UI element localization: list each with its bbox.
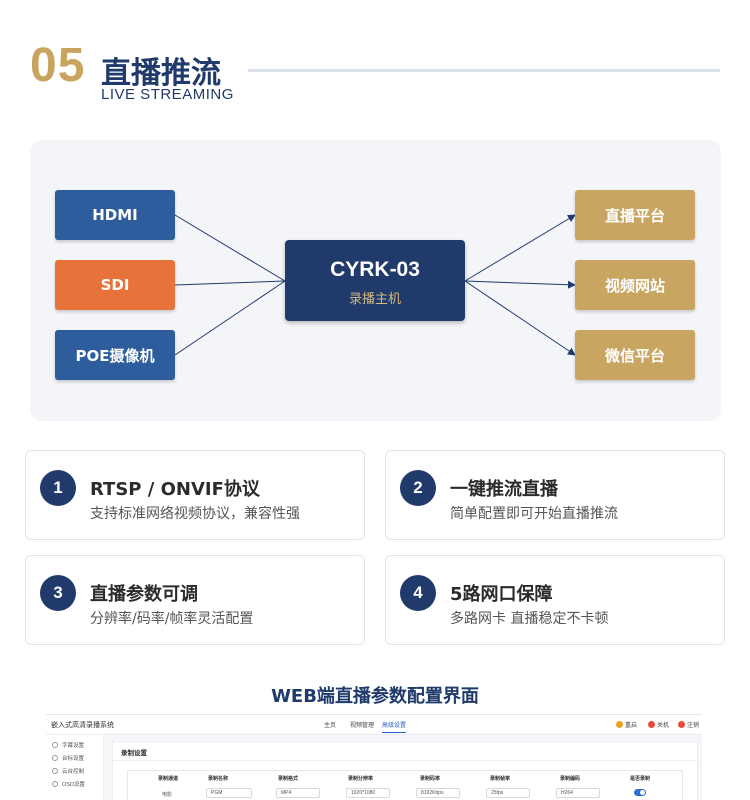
feature-description: 简单配置即可开始直播推流 xyxy=(450,506,618,522)
feature-number-badge: 2 xyxy=(400,470,436,506)
record-codec-select[interactable]: H264 xyxy=(556,788,600,798)
record-bitrate-select[interactable]: 8192Kbps xyxy=(416,788,460,798)
feature-title: RTSP / ONVIF协议 xyxy=(90,479,260,500)
web-ui-sidebar-item-ptz[interactable]: 云台控制 xyxy=(52,767,84,775)
output-video-site: 视频网站 xyxy=(575,260,695,310)
web-ui-sidebar-item-osd[interactable]: OSD设置 xyxy=(52,780,85,788)
table-header: 录制码率 xyxy=(420,776,441,782)
core-device: CYRK-03 录播主机 xyxy=(285,240,465,321)
feature-number-badge: 1 xyxy=(40,470,76,506)
feature-title: 一键推流直播 xyxy=(450,479,558,500)
link-hdmi xyxy=(174,214,286,282)
header-divider xyxy=(248,69,720,72)
core-device-type: 录播主机 xyxy=(348,292,401,307)
web-ui-sidebar: 字幕设置 台标设置 云台控制 OSD设置 xyxy=(46,735,104,800)
record-name-input[interactable]: PGM xyxy=(206,788,252,798)
link-live-platform xyxy=(464,214,576,282)
feature-description: 分辨率/码率/帧率灵活配置 xyxy=(90,611,254,627)
web-ui-caption: WEB端直播参数配置界面 xyxy=(271,686,479,707)
feature-number-badge: 4 xyxy=(400,575,436,611)
feature-card-network: 4 5路网口保障 多路网卡 直播稳定不卡顿 xyxy=(385,555,725,645)
feature-title: 直播参数可调 xyxy=(90,584,198,605)
input-hdmi: HDMI xyxy=(55,190,175,240)
feature-card-params: 3 直播参数可调 分辨率/码率/帧率灵活配置 xyxy=(25,555,365,645)
table-header: 是否录制 xyxy=(630,776,651,782)
record-resolution-select[interactable]: 1920*1080 xyxy=(346,788,390,798)
input-poe-camera: POE摄像机 xyxy=(55,330,175,380)
web-ui-nav-video[interactable]: 视频管理 xyxy=(350,723,375,729)
section-number: 05 xyxy=(30,39,86,92)
record-channel-value: 电影 xyxy=(162,792,173,798)
section-subtitle: LIVE STREAMING xyxy=(101,86,234,103)
feature-title: 5路网口保障 xyxy=(450,584,553,605)
web-ui-nav-advanced[interactable]: 高级设置 xyxy=(382,720,407,733)
record-settings-table: 录制通道 录制名称 录制格式 录制分辨率 录制码率 录制帧率 录制编码 是否录制… xyxy=(127,770,683,800)
web-ui-main-panel: 录制设置 录制通道 录制名称 录制格式 录制分辨率 录制码率 录制帧率 录制编码… xyxy=(112,741,699,800)
section-title: 直播推流 xyxy=(101,56,221,91)
output-live-platform: 直播平台 xyxy=(575,190,695,240)
feature-card-one-click: 2 一键推流直播 简单配置即可开始直播推流 xyxy=(385,450,725,540)
restart-icon xyxy=(616,721,623,728)
web-ui-panel-title: 录制设置 xyxy=(121,750,147,757)
record-format-select[interactable]: MP4 xyxy=(276,788,320,798)
logout-icon xyxy=(678,721,685,728)
table-header: 录制编码 xyxy=(560,776,581,782)
web-ui-nav-home[interactable]: 主页 xyxy=(324,723,337,729)
input-sdi: SDI xyxy=(55,260,175,310)
web-ui-shutdown-button[interactable]: 关机 xyxy=(648,720,669,729)
osd-icon xyxy=(52,781,58,787)
link-sdi xyxy=(174,280,286,286)
web-ui-sidebar-item-logo[interactable]: 台标设置 xyxy=(52,754,84,762)
link-video-site xyxy=(464,280,576,289)
record-enable-toggle[interactable] xyxy=(634,789,646,796)
streaming-diagram: HDMI SDI POE摄像机 CYRK-03 录播主机 直播平台 视频网站 微… xyxy=(30,140,721,421)
table-header: 录制格式 xyxy=(278,776,299,782)
web-ui-sidebar-item-subtitle[interactable]: 字幕设置 xyxy=(52,741,84,749)
web-ui-restart-label: 重启 xyxy=(625,723,638,729)
feature-description: 多路网卡 直播稳定不卡顿 xyxy=(450,611,609,627)
logo-icon xyxy=(52,755,58,761)
feature-number-badge: 3 xyxy=(40,575,76,611)
web-ui-logout-button[interactable]: 注销 xyxy=(678,720,699,729)
web-ui-shutdown-label: 关机 xyxy=(657,723,670,729)
ptz-icon xyxy=(52,768,58,774)
feature-description: 支持标准网络视频协议，兼容性强 xyxy=(90,506,300,522)
table-header: 录制名称 xyxy=(208,776,229,782)
record-framerate-select[interactable]: 25fps xyxy=(486,788,530,798)
table-header: 录制帧率 xyxy=(490,776,511,782)
web-ui-brand: 嵌入式高清录播系统 xyxy=(51,722,114,729)
output-wechat-platform: 微信平台 xyxy=(575,330,695,380)
table-header: 录制分辨率 xyxy=(348,776,374,782)
connector-lines xyxy=(174,214,576,356)
subtitle-icon xyxy=(52,742,58,748)
web-ui-restart-button[interactable]: 重启 xyxy=(616,720,637,729)
power-icon xyxy=(648,721,655,728)
link-poe xyxy=(174,280,286,356)
web-ui-logout-label: 注销 xyxy=(687,723,700,729)
core-device-model: CYRK-03 xyxy=(330,258,420,281)
web-ui-topbar: 嵌入式高清录播系统 主页 视频管理 高级设置 重启 关机 注销 xyxy=(46,715,702,735)
divider xyxy=(113,760,699,761)
web-ui-screenshot: 嵌入式高清录播系统 主页 视频管理 高级设置 重启 关机 注销 字幕设置 台标设… xyxy=(46,714,702,800)
link-wechat xyxy=(464,280,576,356)
table-header: 录制通道 xyxy=(158,776,179,782)
feature-card-protocol: 1 RTSP / ONVIF协议 支持标准网络视频协议，兼容性强 xyxy=(25,450,365,540)
